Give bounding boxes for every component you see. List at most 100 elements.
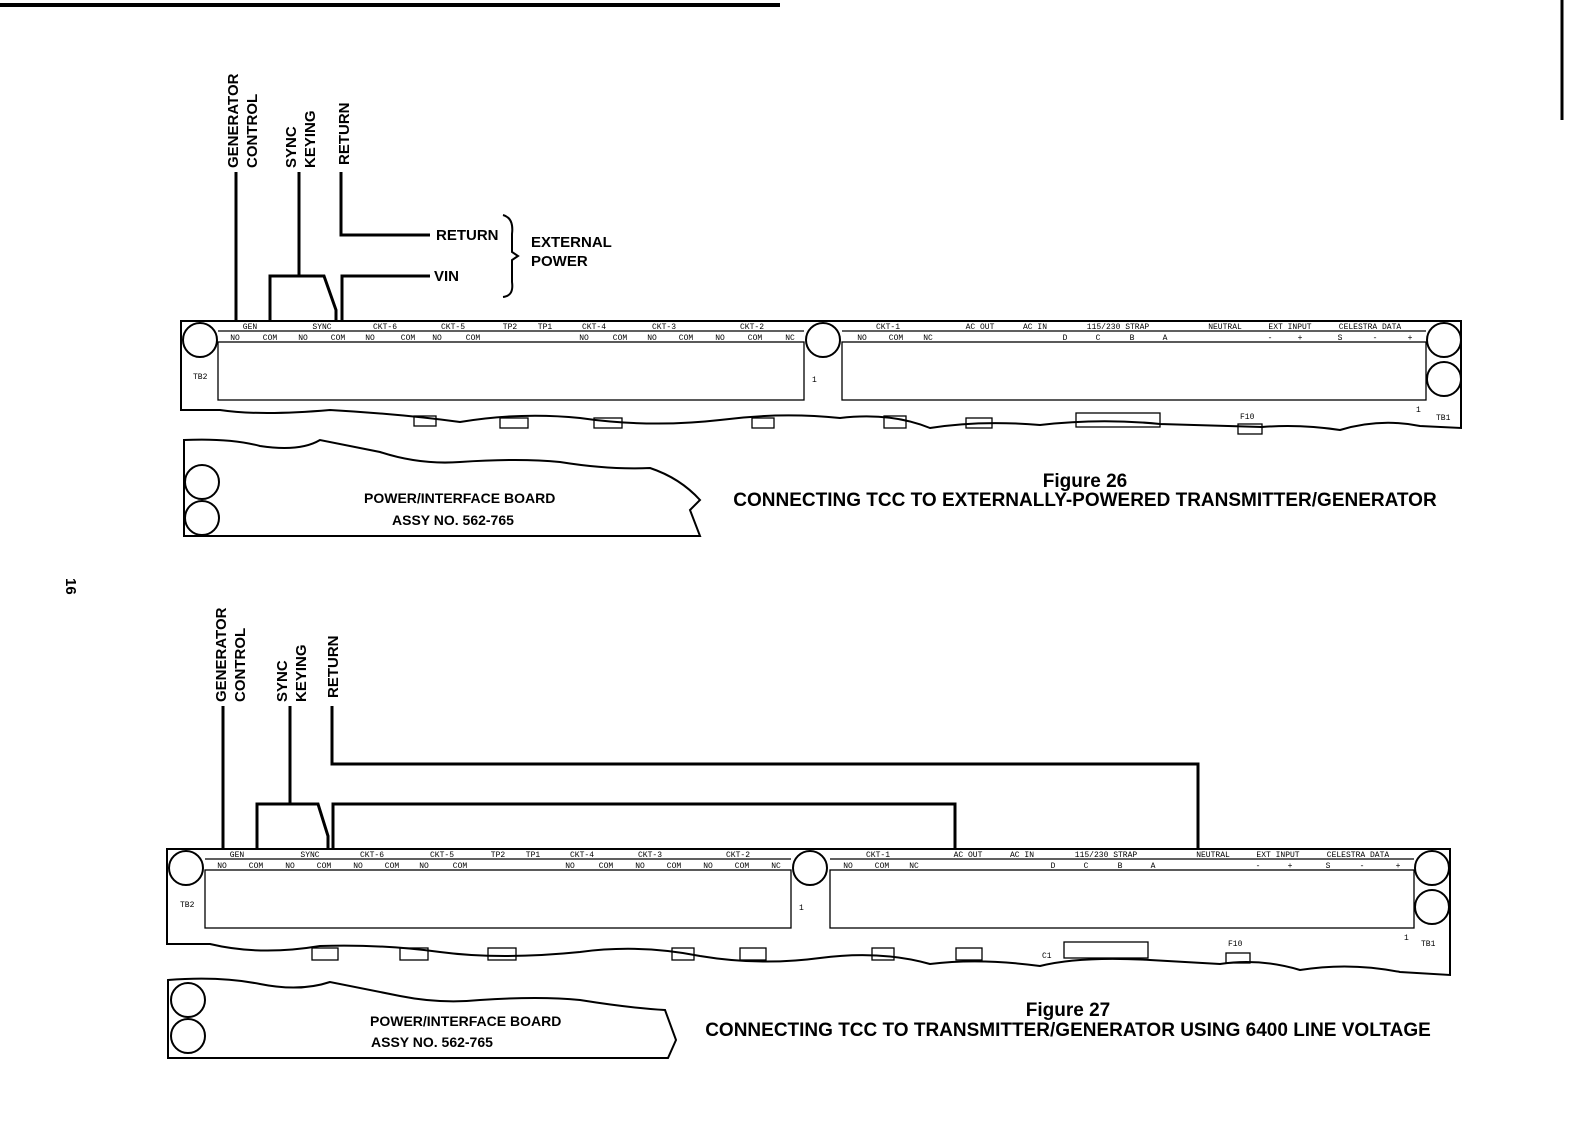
fig26-lower-board: POWER/INTERFACE BOARD ASSY NO. 562-765 <box>183 438 702 537</box>
terminal-label: NO <box>285 862 295 871</box>
terminal-label: - <box>1256 862 1261 871</box>
fig26-board-name: POWER/INTERFACE BOARD <box>364 490 555 506</box>
terminal-label: NC <box>923 334 933 343</box>
terminal-label: COM <box>263 334 278 343</box>
terminal-group-label: TP2 <box>503 323 518 332</box>
fig26-ext-vin-label: VIN <box>434 268 459 285</box>
fig27-wire-sync-jumper <box>255 802 330 849</box>
fig26-label-sync: SYNC <box>283 126 300 168</box>
terminal-label: D <box>1051 862 1056 871</box>
terminal-label: COM <box>385 862 400 871</box>
terminal-label: COM <box>453 862 468 871</box>
terminal-label: COM <box>249 862 264 871</box>
fig27-caption: CONNECTING TCC TO TRANSMITTER/GENERATOR … <box>705 1020 1431 1041</box>
fig26-figure-label: Figure 26 <box>1043 471 1127 492</box>
fig27-lower-hole-1 <box>170 982 206 1018</box>
terminal-label: NO <box>703 862 713 871</box>
fig27-component <box>739 947 767 961</box>
fig27-lower-hole-2 <box>170 1018 206 1054</box>
fig27-component <box>311 947 339 961</box>
terminal-label: NO <box>565 862 575 871</box>
fig26-power-label: POWER <box>531 253 588 270</box>
terminal-group-label: CKT-6 <box>373 323 397 332</box>
terminal-label: COM <box>748 334 763 343</box>
terminal-group-label: CKT-1 <box>866 851 890 860</box>
terminal-label: COM <box>613 334 628 343</box>
terminal-group-label: CKT-2 <box>740 323 764 332</box>
terminal-group-label: NEUTRAL <box>1208 323 1242 332</box>
terminal-label: NO <box>217 862 227 871</box>
terminal-group-label: EXT INPUT <box>1256 851 1299 860</box>
terminal-label: + <box>1396 862 1401 871</box>
page-number: 16 <box>62 578 79 595</box>
terminal-group-label: CKT-4 <box>582 323 606 332</box>
fig26-ext-return-label: RETURN <box>436 227 499 244</box>
terminal-label: COM <box>466 334 481 343</box>
terminal-label: - <box>1360 862 1365 871</box>
terminal-group-label: TP1 <box>526 851 541 860</box>
terminal-label: COM <box>875 862 890 871</box>
fig27-pin1-right: 1 <box>1404 934 1409 943</box>
terminal-label: COM <box>889 334 904 343</box>
terminal-label: COM <box>735 862 750 871</box>
terminal-label: S <box>1338 334 1343 343</box>
terminal-group-label: CELESTRA DATA <box>1339 323 1402 332</box>
terminal-label: A <box>1163 334 1168 343</box>
terminal-label: NO <box>365 334 375 343</box>
terminal-group-label: AC IN <box>1023 323 1047 332</box>
terminal-group-label: TP1 <box>538 323 553 332</box>
fig27-board-assy: ASSY NO. 562-765 <box>371 1034 493 1050</box>
fig27-tb2-label: TB2 <box>180 901 195 910</box>
fig26-component <box>593 417 623 429</box>
fig27-label-keying: KEYING <box>293 644 310 702</box>
terminal-group-label: CKT-3 <box>638 851 662 860</box>
terminal-label: NO <box>419 862 429 871</box>
figure-27: GENERATOR CONTROL SYNC KEYING RETURN TB2… <box>166 607 1451 1059</box>
terminal-group-label: CKT-5 <box>441 323 465 332</box>
fig27-f10-label: F10 <box>1228 940 1243 949</box>
fig26-f10-label: F10 <box>1240 413 1255 422</box>
terminal-label: A <box>1151 862 1156 871</box>
terminal-group-label: CKT-4 <box>570 851 594 860</box>
fig27-terminal-block-tb1 <box>829 869 1415 929</box>
fig27-terminal-block-tb2 <box>204 869 792 929</box>
fig26-lower-hole-1 <box>184 464 220 500</box>
fig27-mount-hole-left <box>168 850 204 886</box>
terminal-label: C <box>1096 334 1101 343</box>
terminal-label: NO <box>298 334 308 343</box>
terminal-group-label: CKT-3 <box>652 323 676 332</box>
terminal-label: COM <box>667 862 682 871</box>
terminal-group-label: CKT-6 <box>360 851 384 860</box>
terminal-label: NO <box>432 334 442 343</box>
terminal-label: COM <box>317 862 332 871</box>
fig26-pin1-right: 1 <box>1416 406 1421 415</box>
fig26-mount-hole-right-top <box>1426 322 1462 358</box>
terminal-label: - <box>1268 334 1273 343</box>
fig27-c1-label: C1 <box>1042 952 1052 961</box>
fig27-component <box>955 947 983 961</box>
terminal-group-label: AC IN <box>1010 851 1034 860</box>
terminal-label: + <box>1298 334 1303 343</box>
fig27-fuse <box>1225 952 1251 964</box>
fig26-tb1-label: TB1 <box>1436 414 1451 423</box>
terminal-label: NO <box>647 334 657 343</box>
fig26-brace <box>502 214 520 298</box>
terminal-group-label: NEUTRAL <box>1196 851 1230 860</box>
fig26-label-control: CONTROL <box>244 94 261 168</box>
fig26-board-outline <box>180 320 1462 432</box>
terminal-label: COM <box>679 334 694 343</box>
fig27-component <box>871 947 895 961</box>
fig26-fuse <box>1237 423 1263 435</box>
fig27-component <box>487 947 517 961</box>
fig26-component <box>1075 412 1161 428</box>
fig27-lower-board: POWER/INTERFACE BOARD ASSY NO. 562-765 <box>167 977 678 1059</box>
terminal-label: NO <box>230 334 240 343</box>
fig27-mount-hole-right-bottom <box>1414 889 1450 925</box>
